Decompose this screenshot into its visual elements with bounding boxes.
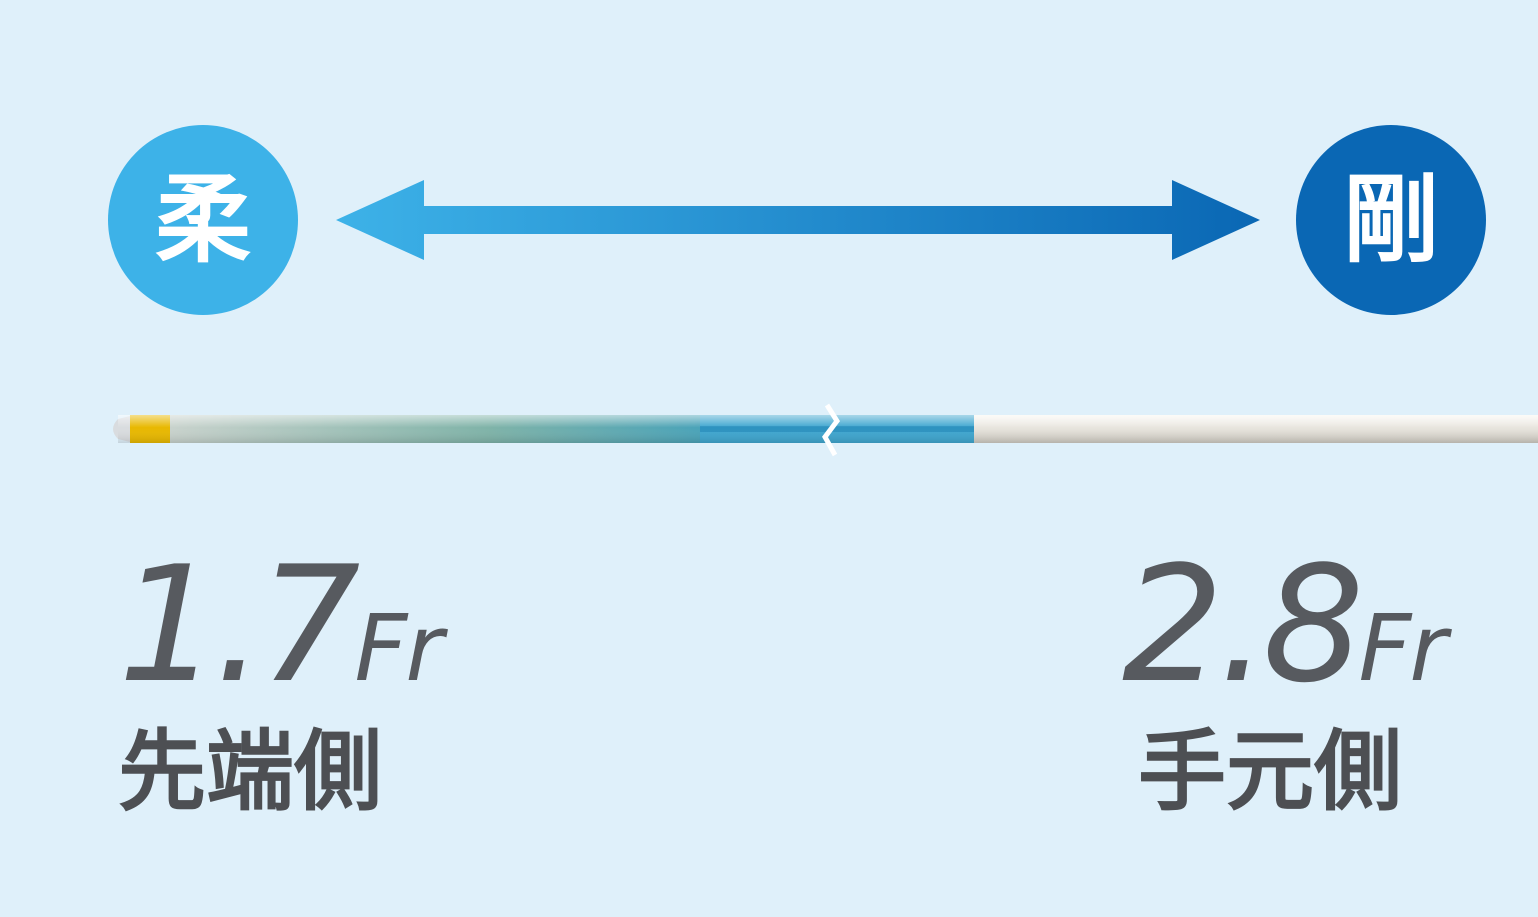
tip-size: 1.7Fr bbox=[118, 545, 443, 705]
catheter-icon bbox=[113, 403, 1538, 457]
hard-badge: 剛 bbox=[1296, 125, 1486, 315]
tip-size-value: 1.7 bbox=[118, 531, 360, 718]
hand-size: 2.8Fr bbox=[1122, 545, 1447, 705]
soft-label: 柔 bbox=[155, 164, 251, 276]
hand-size-unit: Fr bbox=[1358, 595, 1447, 702]
soft-badge: 柔 bbox=[108, 125, 298, 315]
double-arrow-icon bbox=[336, 180, 1260, 260]
tip-size-unit: Fr bbox=[354, 595, 443, 702]
hard-label: 剛 bbox=[1343, 164, 1439, 276]
tip-side-label: 先端側 bbox=[118, 720, 383, 823]
hand-size-value: 2.8 bbox=[1122, 531, 1364, 718]
hand-side-label: 手元側 bbox=[1138, 720, 1403, 823]
